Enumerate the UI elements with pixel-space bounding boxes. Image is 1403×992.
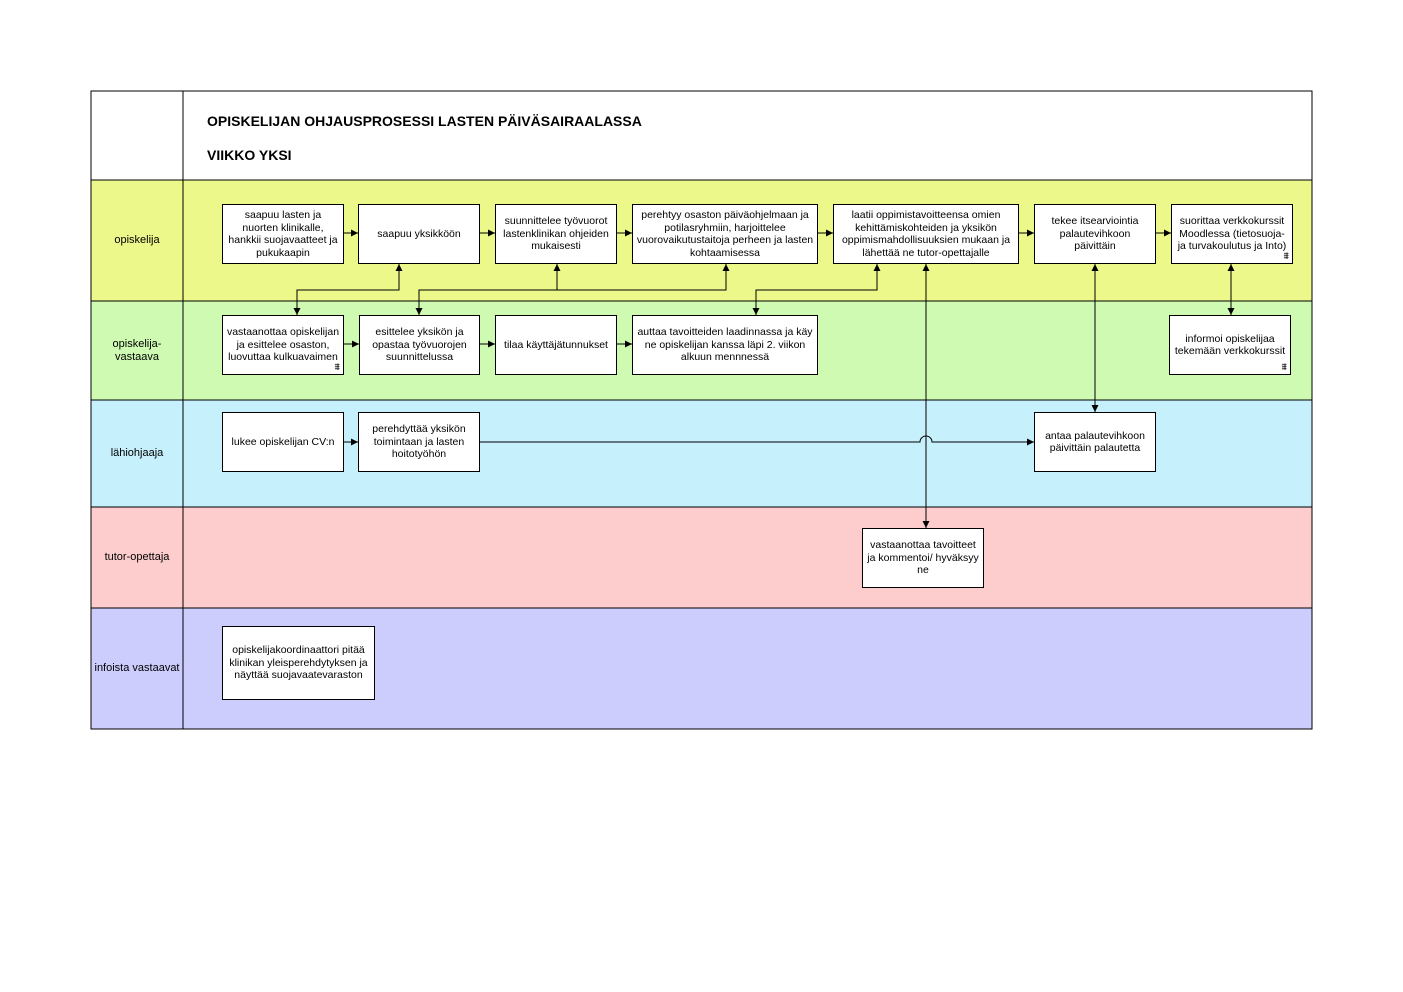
step-text: saapuu lasten ja nuorten klinikalle, han… (228, 209, 338, 259)
arrow-s4-v2 (557, 264, 730, 291)
step-text: suunnittelee työvuorot lastenklinikan oh… (503, 215, 609, 253)
arrow-s2-v1 (293, 264, 403, 315)
step-box-s1[interactable]: saapuu lasten ja nuorten klinikalle, han… (222, 204, 344, 264)
step-text: suorittaa verkkokurssit Moodlessa (tieto… (1177, 215, 1287, 253)
lane-label-lahiohjaaja: lähiohjaaja (110, 447, 164, 459)
step-text: tilaa käyttäjätunnukset (504, 338, 608, 351)
lane-label-infoista-vastaavat: infoista vastaavat (94, 662, 180, 674)
step-box-t1[interactable]: vastaanottaa tavoitteet ja kommentoi/ hy… (862, 528, 984, 588)
header-band (90, 90, 1313, 181)
step-text: tekee itsearviointia palautevihkoon päiv… (1051, 215, 1139, 253)
step-text: opiskelijakoordinaattori pitää klinikan … (229, 644, 368, 682)
step-text: saapuu yksikköön (377, 227, 461, 240)
arrow-l2-l3 (479, 435, 1034, 446)
arrow-s3-v2 (415, 264, 561, 315)
lane-label-opiskelija: opiskelija (114, 234, 160, 246)
step-box-v2[interactable]: esittelee yksikön ja opastaa työvuorojen… (359, 315, 480, 375)
step-box-s3[interactable]: suunnittelee työvuorot lastenklinikan oh… (495, 204, 617, 264)
subprocess-icon: ⩩ (334, 362, 340, 373)
step-text: esittelee yksikön ja opastaa työvuorojen… (372, 326, 467, 364)
step-box-s6[interactable]: tekee itsearviointia palautevihkoon päiv… (1034, 204, 1156, 264)
step-text: informoi opiskelijaa tekemään verkkokurs… (1174, 332, 1286, 358)
step-box-s4[interactable]: perehtyy osaston päiväohjelmaan ja potil… (632, 204, 818, 264)
page-subtitle: VIIKKO YKSI (207, 147, 292, 163)
step-box-l1[interactable]: lukee opiskelijan CV:n (222, 412, 344, 472)
page-title: OPISKELIJAN OHJAUSPROSESSI LASTEN PÄIVÄS… (207, 113, 642, 129)
lane-tutor-opettaja (90, 506, 1313, 609)
step-box-v1[interactable]: vastaanottaa opiskelijan ja esittelee os… (222, 315, 344, 375)
step-box-s7[interactable]: suorittaa verkkokurssit Moodlessa (tieto… (1171, 204, 1293, 264)
step-text: lukee opiskelijan CV:n (231, 435, 335, 448)
subprocess-icon: ⩩ (1281, 362, 1287, 373)
step-box-s2[interactable]: saapuu yksikköön (358, 204, 480, 264)
step-box-i1[interactable]: opiskelijakoordinaattori pitää klinikan … (222, 626, 375, 700)
step-box-v3[interactable]: tilaa käyttäjätunnukset (495, 315, 617, 375)
lane-label-tutor-opettaja: tutor-opettaja (104, 551, 170, 563)
step-text: perehtyy osaston päiväohjelmaan ja potil… (636, 209, 814, 259)
arrow-s5-v4 (752, 264, 881, 315)
step-text: antaa palautevihkoon päivittäin palautet… (1045, 429, 1145, 455)
subprocess-icon: ⩩ (1283, 251, 1289, 262)
lane-label-opiskelija-vastaava: opiskelija- vastaava (112, 337, 162, 363)
step-box-l3[interactable]: antaa palautevihkoon päivittäin palautet… (1034, 412, 1156, 472)
step-text: vastaanottaa tavoitteet ja kommentoi/ hy… (867, 539, 979, 577)
step-box-l2[interactable]: perehdyttää yksikön toimintaan ja lasten… (358, 412, 480, 472)
diagram-border (90, 90, 1313, 730)
step-text: laatii oppimistavoitteensa omien kehittä… (841, 209, 1011, 259)
step-text: perehdyttää yksikön toimintaan ja lasten… (372, 423, 466, 461)
step-text: vastaanottaa opiskelijan ja esittelee os… (226, 326, 340, 364)
step-box-v5[interactable]: informoi opiskelijaa tekemään verkkokurs… (1169, 315, 1291, 375)
step-text: auttaa tavoitteiden laadinnassa ja käy n… (637, 326, 813, 364)
step-box-v4[interactable]: auttaa tavoitteiden laadinnassa ja käy n… (632, 315, 818, 375)
step-box-s5[interactable]: laatii oppimistavoitteensa omien kehittä… (833, 204, 1019, 264)
